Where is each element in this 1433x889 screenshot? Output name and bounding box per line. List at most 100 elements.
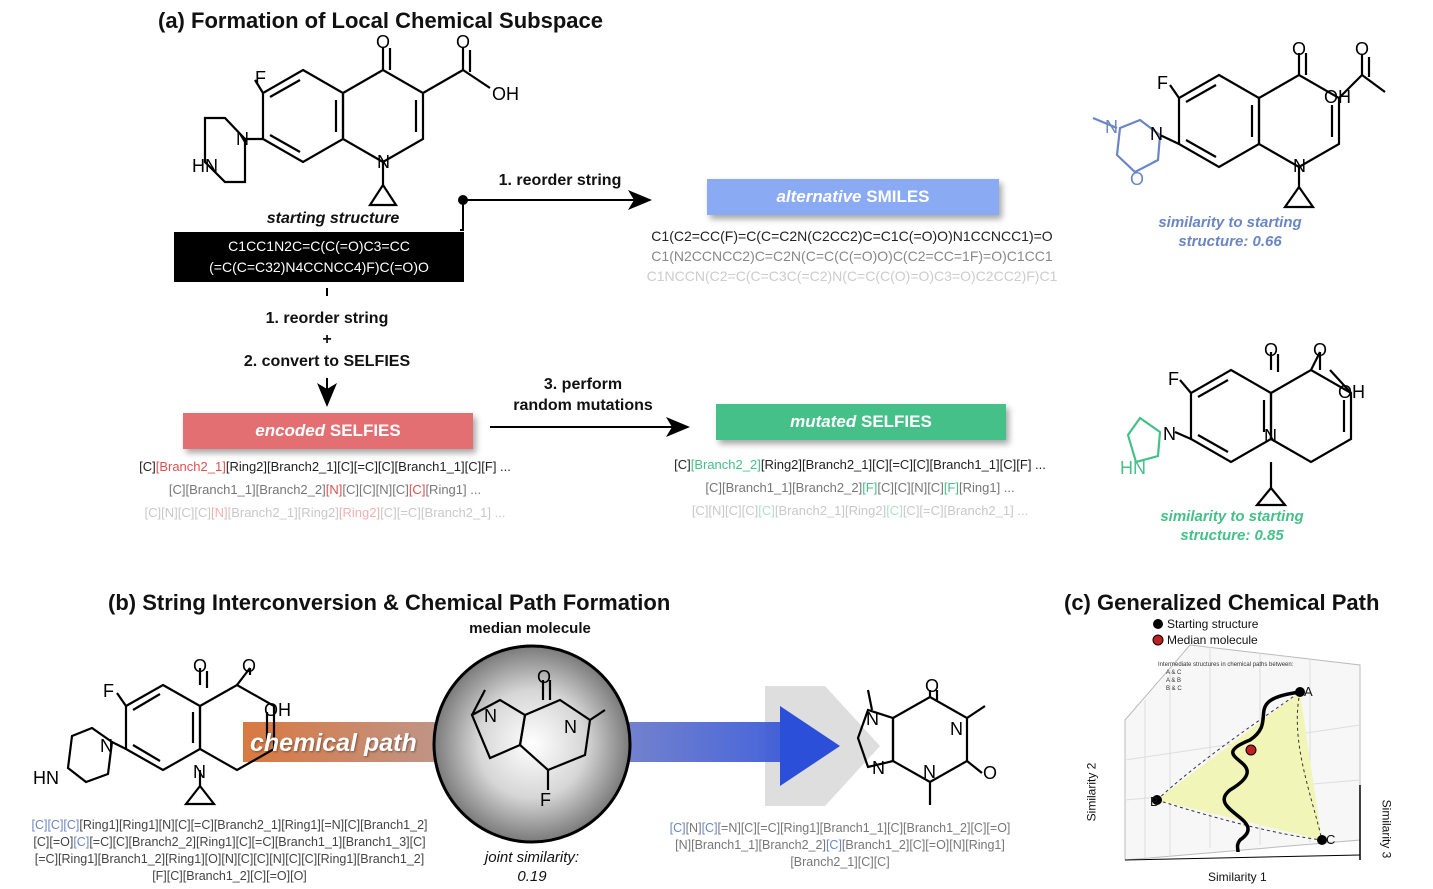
mutated-molecule <box>1174 351 1353 507</box>
joint-similarity: joint similarity: 0.19 <box>462 848 602 886</box>
mini-legend: Intermediate structures in chemical path… <box>1158 661 1293 693</box>
selfies-token: [C][=O] <box>33 835 74 849</box>
alternative-smiles-list: C1(C2=CC(F)=C(C=C2N(C2CC2)C=C1C(=O)O)N1C… <box>612 226 1092 286</box>
starting-smiles-box: C1CC1N2C=C(C(=O)C3=CC (=C(C=C32)N4CCNCC4… <box>174 232 464 282</box>
svg-text:O: O <box>193 656 207 676</box>
mini-legend-bc: B & C <box>1166 686 1182 692</box>
svg-text:HN: HN <box>1120 458 1146 478</box>
selfies-token: [=C][C][Branch2_2][Ring1][C][=C][Branch1… <box>89 835 426 849</box>
svg-text:O: O <box>983 763 997 783</box>
panel-c-title: (c) Generalized Chemical Path <box>1064 590 1380 615</box>
svg-text:N: N <box>1105 117 1118 137</box>
selfies-line: [C][N][C][=N][C][=C][Ring1][Branch1_1][C… <box>640 820 1040 837</box>
svg-text:HN: HN <box>33 768 59 788</box>
selfies-token: [C][Branch1_1][Branch2_2] <box>705 480 863 495</box>
selfies-token: [N] <box>210 505 228 520</box>
selfies-token: [Branch2_1] <box>155 459 226 474</box>
path-start-molecule <box>66 667 276 806</box>
svg-text:F: F <box>103 681 114 701</box>
encoded-selfies-lines: [C][Branch2_1][Ring2][Branch2_1][C][=C][… <box>70 455 580 524</box>
selfies-token: [C][=C][Branch2_1] ... <box>380 505 506 520</box>
svg-text:N: N <box>1163 424 1176 444</box>
svg-text:F: F <box>255 68 266 88</box>
svg-text:OH: OH <box>264 700 291 720</box>
legend-median: Median molecule <box>1167 633 1258 647</box>
svg-text:O: O <box>376 32 390 52</box>
selfies-token: [C][N][C][C] <box>144 505 211 520</box>
selfies-token: [C] <box>674 457 691 472</box>
selfies-token: [N] <box>325 482 343 497</box>
svg-text:F: F <box>540 790 551 810</box>
starting-structure-label: starting structure <box>266 210 400 227</box>
axis-z-label: Similarity 3 <box>1379 799 1394 859</box>
sim-top-2: structure: 0.66 <box>1178 233 1282 250</box>
joint-similarity-label: joint similarity: <box>484 849 580 866</box>
down-label-1: 1. reorder string <box>265 310 389 327</box>
mini-legend-ab: A & B <box>1166 678 1182 684</box>
selfies-token: [Ring1] ... <box>425 482 482 497</box>
smiles-line-1: C1CC1N2C=C(C(=O)C3=CC <box>228 238 410 254</box>
selfies-token: [C] <box>139 459 156 474</box>
left-selfies: [C][C][C][Ring1][Ring1][N][C][=C][Branch… <box>2 817 457 885</box>
svg-text:O: O <box>925 676 939 696</box>
svg-text:O: O <box>1355 39 1369 59</box>
selfies-line: [N][Branch1_1][Branch2_2][C][Branch1_2][… <box>640 837 1040 854</box>
selfies-line: [C][N][C][C][C][Branch2_1][Ring2][C][C][… <box>600 499 1120 522</box>
down-label-2: 2. convert to SELFIES <box>243 353 411 370</box>
sim-bottom-2: structure: 0.85 <box>1180 527 1284 544</box>
selfies-line: [C][Branch2_2][Ring2][Branch2_1][C][=C][… <box>600 453 1120 476</box>
alternative-molecule <box>1159 53 1386 209</box>
svg-text:O: O <box>456 32 470 52</box>
selfies-token: [Branch2_2] <box>690 457 761 472</box>
panel-a-title: (a) Formation of Local Chemical Subspace <box>158 8 603 33</box>
svg-text:F: F <box>1157 73 1168 93</box>
mutated-selfies-lines: [C][Branch2_2][Ring2][Branch2_1][C][=C][… <box>600 453 1120 522</box>
svg-text:N: N <box>484 706 497 726</box>
selfies-line: [C][Branch1_1][Branch2_2][N][C][C][N][C]… <box>70 478 580 501</box>
selfies-token: [=N][C][=C][Ring1][Branch1_1][C][Branch1… <box>717 821 1011 835</box>
selfies-token: [Ring2] <box>338 505 381 520</box>
selfies-token: [C] <box>886 503 903 518</box>
mutated-selfies-box: mutated SELFIES <box>716 404 1006 440</box>
mutated-italic: mutated <box>790 412 857 431</box>
selfies-token: [N][Branch1_1][Branch2_2] <box>675 838 826 852</box>
mutated-text: SELFIES <box>856 412 932 431</box>
selfies-token: [Ring1][Ring1][N][C][=C][Branch2_1][Ring… <box>79 818 428 832</box>
similarity-bottom: similarity to starting structure: 0.85 <box>1132 507 1332 545</box>
selfies-token: [C][Branch1_1][Branch2_2] <box>168 482 326 497</box>
selfies-token: [Branch2_1][C][C] <box>790 855 890 869</box>
svg-text:O: O <box>1264 340 1278 360</box>
selfies-token: [Ring2][Branch2_1][C][=C][C][Branch1_1][… <box>760 457 1046 472</box>
mini-legend-title: Intermediate structures in chemical path… <box>1158 662 1294 668</box>
svg-text:N: N <box>1293 156 1306 176</box>
svg-text:O: O <box>1292 39 1306 59</box>
selfies-token: [C] <box>758 503 775 518</box>
svg-text:N: N <box>377 152 390 172</box>
smiles-line-2: (=C(C=C32)N4CCNCC4)F)C(=O)O <box>209 259 429 275</box>
svg-text:N: N <box>1264 426 1277 446</box>
svg-text:N: N <box>1150 124 1163 144</box>
alt-box-text: SMILES <box>861 187 930 206</box>
mutated-molecule-ring <box>1126 416 1162 464</box>
svg-text:OH: OH <box>1324 87 1351 107</box>
svg-text:O: O <box>1130 169 1144 189</box>
legend-starting: Starting structure <box>1167 617 1259 631</box>
encoded-italic: encoded <box>255 421 326 440</box>
svg-text:N: N <box>193 762 206 782</box>
reorder-label-right: 1. reorder string <box>498 172 622 189</box>
selfies-token: [C] <box>701 821 718 835</box>
selfies-token: [F] <box>943 480 959 495</box>
selfies-token: [C] <box>669 821 686 835</box>
selfies-token: [F] <box>862 480 878 495</box>
svg-text:N: N <box>950 719 963 739</box>
axis-x-label: Similarity 1 <box>1208 870 1267 884</box>
alternative-molecule-atoms: F O O OH N N N O <box>1105 39 1369 189</box>
path-plot <box>1124 619 1361 861</box>
alternative-molecule-ring <box>1092 116 1162 174</box>
selfies-line: [=C][Ring1][Branch1_2][Ring1][O][N][C][C… <box>2 851 457 868</box>
selfies-token: [Ring1] ... <box>958 480 1015 495</box>
